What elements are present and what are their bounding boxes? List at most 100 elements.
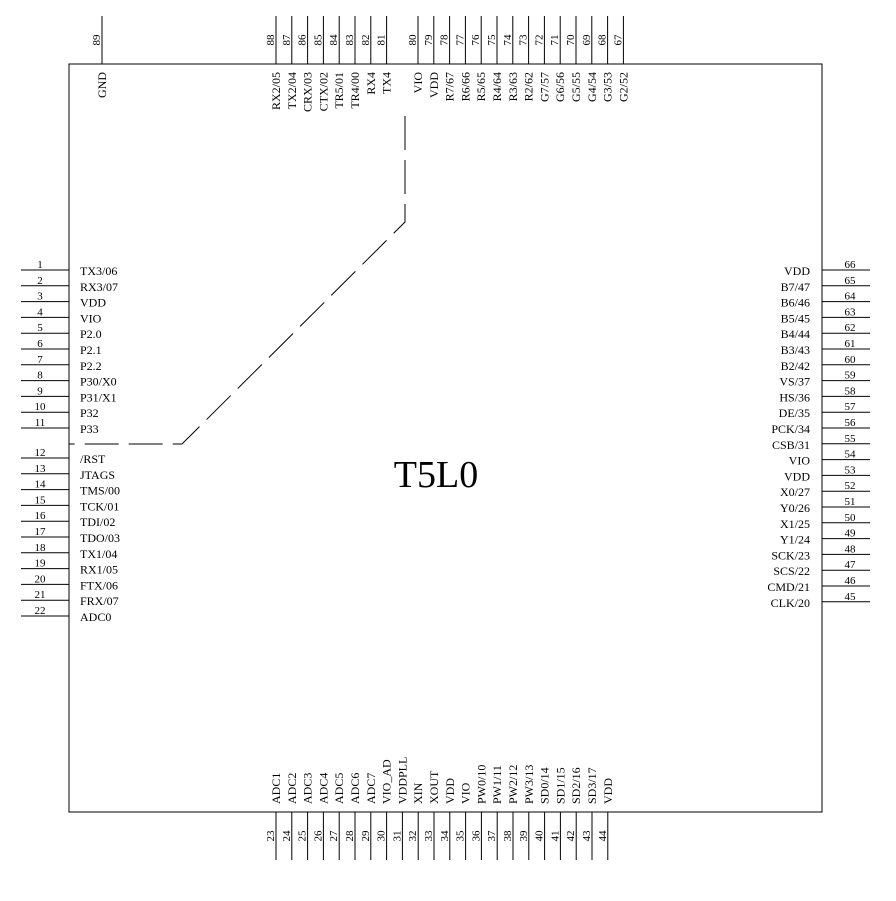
pin-number: 30 xyxy=(376,830,388,842)
pin-label: /RST xyxy=(80,452,106,466)
pin-number: 82 xyxy=(360,35,372,46)
pin-label: G4/54 xyxy=(585,72,599,102)
pin-label: R2/62 xyxy=(522,72,536,101)
pin-number: 75 xyxy=(486,34,498,46)
pin-number: 57 xyxy=(845,401,857,413)
pin-label: ADC6 xyxy=(348,773,362,804)
pin-label: TX3/06 xyxy=(80,264,117,278)
pin-number: 76 xyxy=(470,34,482,46)
pin-label: ADC4 xyxy=(316,773,330,804)
pin-label: B5/45 xyxy=(781,311,810,325)
pin-number: 31 xyxy=(391,831,403,842)
pin-number: 1 xyxy=(37,259,43,271)
pin-label: FRX/07 xyxy=(80,594,119,608)
pin-label: TCK/01 xyxy=(80,499,119,513)
pin-label: B3/43 xyxy=(781,343,810,357)
pin-label: SD0/14 xyxy=(538,767,552,804)
pin-number: 37 xyxy=(486,830,498,842)
pin-number: 32 xyxy=(407,831,419,842)
pin-number: 58 xyxy=(845,385,857,397)
pin-label: VDDPLL xyxy=(395,757,409,804)
pin-label: B6/46 xyxy=(781,296,810,310)
pin-label: R4/64 xyxy=(490,72,504,101)
pin-label: CMD/21 xyxy=(767,580,810,594)
pin-label: G6/56 xyxy=(553,72,567,102)
pin-number: 24 xyxy=(281,830,293,842)
pin-label: VIO xyxy=(789,454,811,468)
pin-label: ADC3 xyxy=(301,773,315,804)
pin-label: TDI/02 xyxy=(80,515,115,529)
pin-label: PW3/13 xyxy=(522,765,536,804)
pin-number: 43 xyxy=(581,830,593,842)
pin-label: TR4/00 xyxy=(348,72,362,109)
pin-number: 46 xyxy=(845,575,857,587)
pin-number: 60 xyxy=(845,354,857,366)
pin-label: RX4 xyxy=(364,72,378,95)
pin-number: 66 xyxy=(845,259,857,271)
pin-label: DE/35 xyxy=(779,406,810,420)
pin-number: 81 xyxy=(376,35,388,46)
pin-number: 53 xyxy=(845,464,857,476)
pin-number: 21 xyxy=(35,589,46,601)
power-domain-divider xyxy=(69,116,406,445)
pin-label: SCK/23 xyxy=(771,548,810,562)
pin-number: 52 xyxy=(845,480,856,492)
pin-number: 73 xyxy=(518,34,530,46)
pin-label: B7/47 xyxy=(781,280,810,294)
pin-label: VS/37 xyxy=(779,375,810,389)
pin-label: VIO xyxy=(80,311,102,325)
pin-number: 18 xyxy=(35,542,47,554)
pin-number: 44 xyxy=(597,830,609,842)
chip-name: T5L0 xyxy=(394,454,478,496)
pin-label: TR5/01 xyxy=(332,72,346,109)
pin-label: B2/42 xyxy=(781,359,810,373)
pin-label: B4/44 xyxy=(781,327,810,341)
pin-label: R6/66 xyxy=(458,72,472,101)
pin-number: 40 xyxy=(534,830,546,842)
pin-label: CLK/20 xyxy=(771,596,810,610)
pin-number: 7 xyxy=(37,354,43,366)
pin-number: 17 xyxy=(35,526,47,538)
pin-label: P33 xyxy=(80,422,99,436)
pin-number: 3 xyxy=(37,291,43,303)
pin-label: PW2/12 xyxy=(506,765,520,804)
pin-label: ADC0 xyxy=(80,610,111,624)
pin-label: RX2/05 xyxy=(269,72,283,110)
pin-label: VDD xyxy=(601,778,615,804)
pin-label: CSB/31 xyxy=(772,438,810,452)
pin-label: TX1/04 xyxy=(80,547,117,561)
pin-label: ADC2 xyxy=(285,773,299,804)
pin-number: 68 xyxy=(597,34,609,46)
pin-label: G2/52 xyxy=(616,72,630,102)
pin-number: 83 xyxy=(344,34,356,46)
pin-label: HS/36 xyxy=(779,390,810,404)
pin-label: P31/X1 xyxy=(80,390,117,404)
pin-number: 45 xyxy=(845,591,857,603)
pin-number: 71 xyxy=(549,35,561,46)
pin-number: 51 xyxy=(845,496,856,508)
pin-number: 79 xyxy=(423,34,435,46)
pin-number: 20 xyxy=(35,573,47,585)
pin-number: 77 xyxy=(454,34,466,46)
pin-number: 26 xyxy=(312,830,324,842)
pin-number: 22 xyxy=(35,605,46,617)
pin-number: 48 xyxy=(845,543,857,555)
pin-label: RX3/07 xyxy=(80,280,118,294)
pin-label: G5/55 xyxy=(569,72,583,102)
pin-label: Y1/24 xyxy=(780,533,810,547)
pin-label: GND xyxy=(95,72,109,98)
pin-number: 63 xyxy=(845,306,857,318)
pin-label: TX2/04 xyxy=(285,72,299,109)
pin-label: X1/25 xyxy=(780,517,810,531)
pin-label: P2.0 xyxy=(80,327,102,341)
pin-number: 10 xyxy=(35,401,47,413)
pin-label: CRX/03 xyxy=(301,72,315,112)
pin-label: P2.2 xyxy=(80,359,102,373)
pin-label: TX4 xyxy=(380,72,394,94)
pin-number: 39 xyxy=(518,830,530,842)
pin-label: G7/57 xyxy=(537,72,551,102)
pin-number: 2 xyxy=(37,275,43,287)
pin-label: PCK/34 xyxy=(771,422,810,436)
pin-label: SD2/16 xyxy=(569,767,583,804)
pin-number: 86 xyxy=(297,34,309,46)
